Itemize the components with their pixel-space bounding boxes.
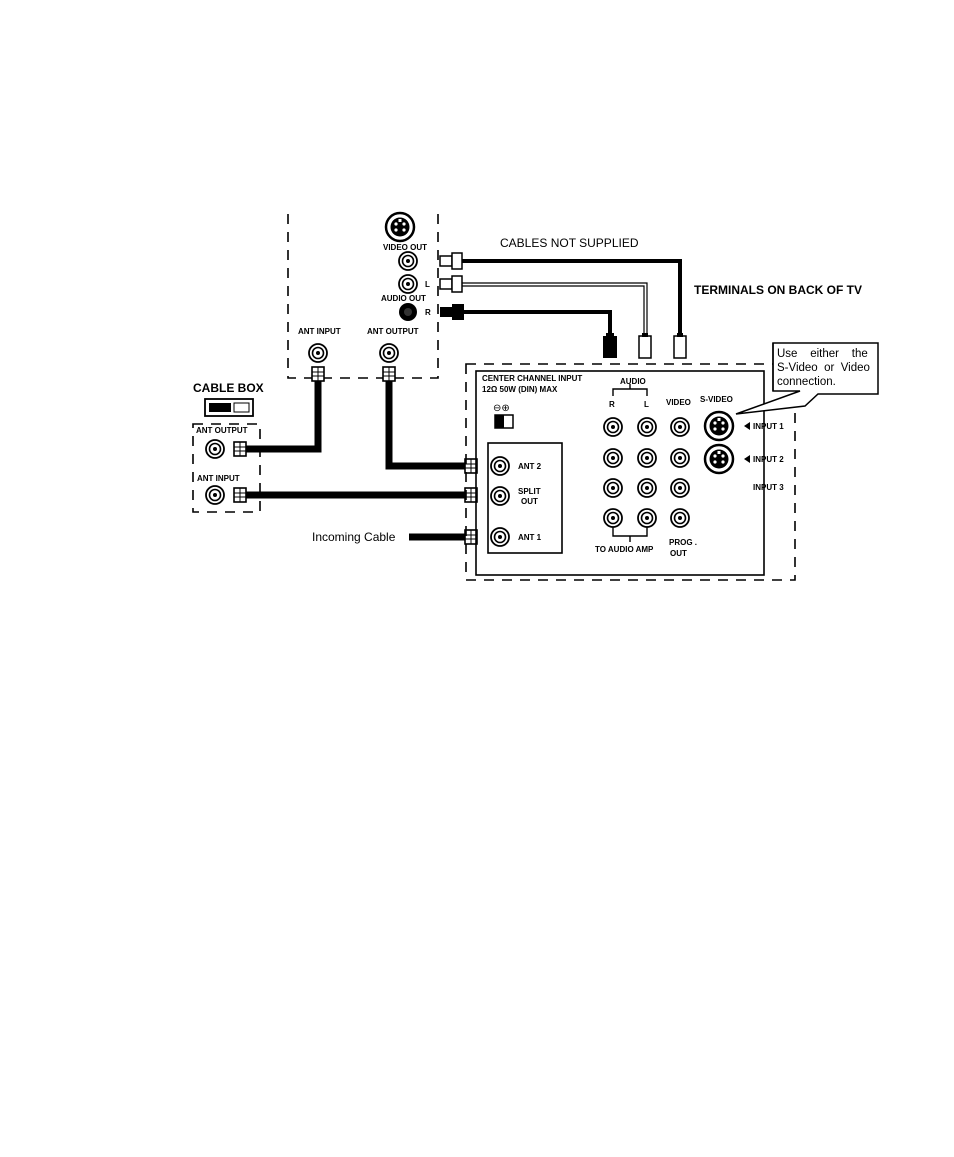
vcr-l-label: L (425, 280, 430, 289)
rca-cables (462, 259, 687, 359)
prog-out-label-1: PROG . (669, 538, 697, 547)
box-ant-input-jack (205, 485, 225, 505)
cables-not-supplied-label: CABLES NOT SUPPLIED (500, 236, 639, 250)
center-channel-label: CENTER CHANNEL INPUT (482, 374, 582, 383)
box-ant-output-jack (205, 439, 225, 459)
cable-box: CABLE BOX ANT OUTPUT ANT INPUT (192, 381, 264, 513)
audio-r-label: R (609, 400, 615, 409)
callout-line1: Use either the (777, 348, 868, 360)
input1-label: INPUT 1 (753, 422, 784, 431)
input3-label: INPUT 3 (753, 483, 784, 492)
coax-cables (246, 366, 478, 545)
center-channel-spec: 12Ω 50W (DIN) MAX (482, 385, 558, 394)
tv-back-panel: CENTER CHANNEL INPUT 12Ω 50W (DIN) MAX ⊖… (465, 363, 796, 581)
ant2-label: ANT 2 (518, 462, 542, 471)
svideo-input2-jack (703, 443, 735, 475)
vcr-audio-l-jack (398, 274, 418, 294)
incoming-cable-label: Incoming Cable (312, 530, 396, 544)
svideo-input1-jack (703, 410, 735, 442)
input2-label: INPUT 2 (753, 455, 784, 464)
vcr-svideo-jack (384, 211, 416, 243)
minus-plus-label: ⊖⊕ (493, 403, 510, 414)
ant1-jack (490, 527, 510, 547)
rca-plugs-vcr (439, 252, 464, 320)
vcr-audio-out-label: AUDIO OUT (381, 294, 426, 303)
vcr-ant-output-label: ANT OUTPUT (367, 327, 419, 336)
prog-out-label-2: OUT (670, 549, 687, 558)
ant1-label: ANT 1 (518, 533, 542, 542)
callout-line2: S-Video or Video (777, 362, 870, 374)
vcr-video-out-jack (398, 251, 418, 271)
callout: Use either the S-Video or Video connecti… (735, 342, 879, 415)
vcr-ant-input-label: ANT INPUT (298, 327, 341, 336)
s-video-label: S-VIDEO (700, 395, 733, 404)
vcr-panel: VIDEO OUT L AUDIO OUT R ANT INPUT ANT OU… (287, 211, 439, 379)
audio-l-label: L (644, 400, 649, 409)
vcr-ant-input-jack (308, 343, 328, 363)
vcr-video-out-label: VIDEO OUT (383, 243, 427, 252)
ant2-jack (490, 456, 510, 476)
terminals-on-back-label: TERMINALS ON BACK OF TV (694, 283, 862, 297)
box-ant-input-label: ANT INPUT (197, 474, 240, 483)
box-ant-output-label: ANT OUTPUT (196, 426, 248, 435)
antenna-group (487, 442, 563, 554)
audio-label: AUDIO (620, 377, 646, 386)
video-label: VIDEO (666, 398, 691, 407)
vcr-r-label: R (425, 308, 431, 317)
cable-box-label: CABLE BOX (193, 381, 264, 395)
split-out-jack (490, 486, 510, 506)
split-out-label-2: OUT (521, 497, 538, 506)
vcr-ant-output-jack (379, 343, 399, 363)
split-out-label-1: SPLIT (518, 487, 541, 496)
to-audio-amp-label: TO AUDIO AMP (595, 545, 654, 554)
callout-line3: connection. (777, 376, 836, 388)
tv-terminal-panel (475, 370, 765, 576)
